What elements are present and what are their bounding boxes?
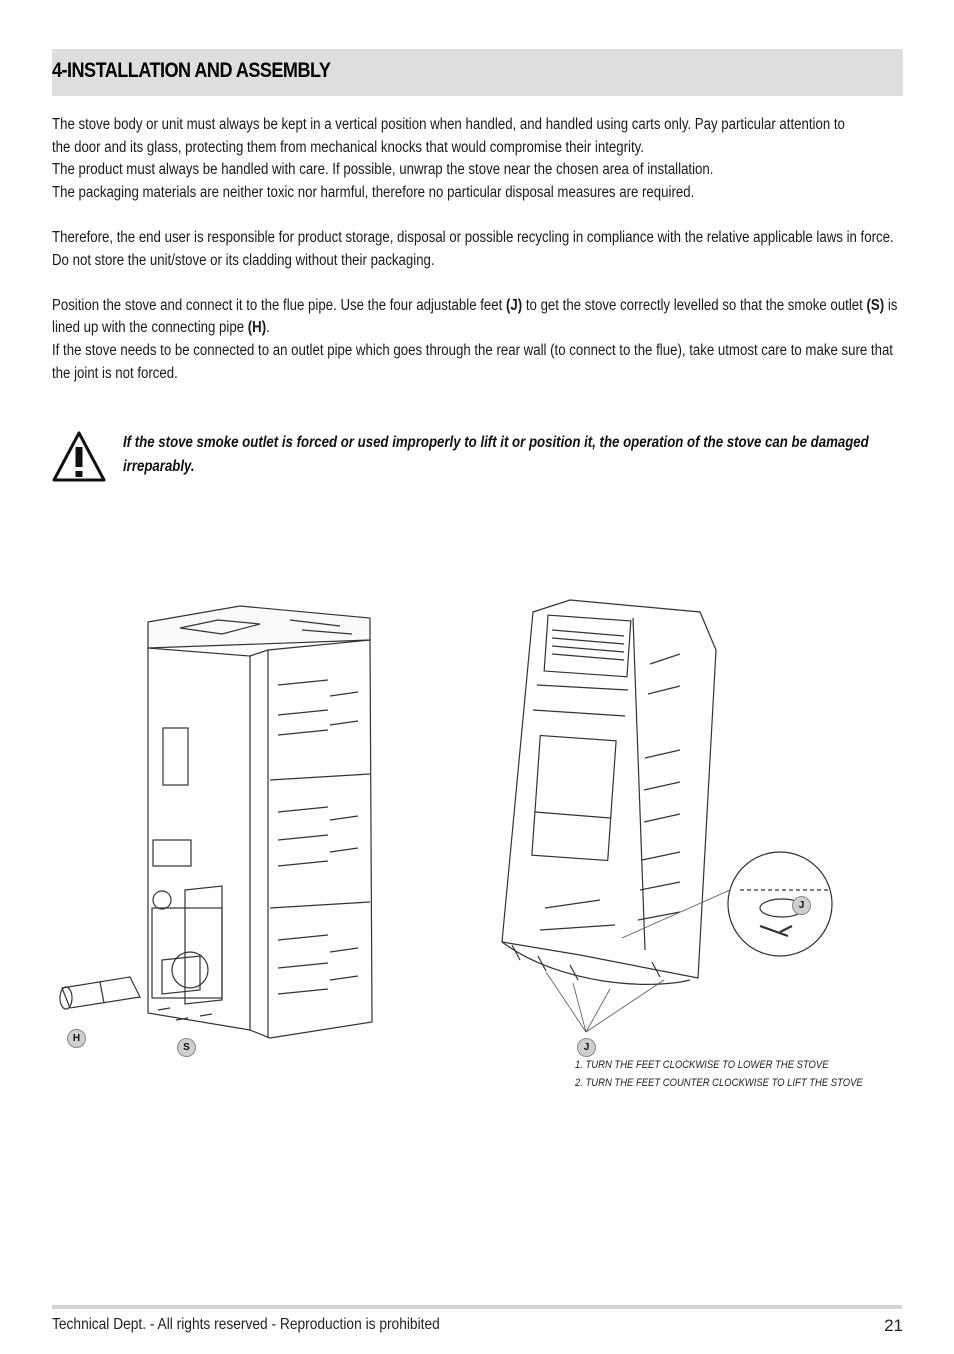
foot-detail-circle [727,851,833,957]
text-span: . [266,319,270,337]
label-s: S [177,1038,196,1057]
text-span: Position the stove and connect it to the… [52,296,506,314]
stove-front-view [501,599,717,985]
caption-lift: 2. TURN THE FEET COUNTER CLOCKWISE TO LI… [575,1077,863,1089]
ref-smoke-outlet: (S) [866,296,885,314]
paragraph-line: The product must always be handled with … [52,161,714,179]
stove-rear-view [59,605,373,1039]
intro-text: The stove body or unit must always be ke… [52,114,903,385]
text-span: is lined up with the connecting pipe [52,296,898,337]
page-number: 21 [884,1316,903,1335]
paragraph-positioning: Position the stove and connect it to the… [52,295,903,340]
ref-connecting-pipe: (H) [247,319,267,337]
paragraph-rear-wall: If the stove needs to be connected to an… [52,341,893,382]
label-j-feet: J [577,1038,596,1057]
stove-illustrations [59,599,833,1039]
warning-text: If the stove smoke outlet is forced or u… [123,434,869,475]
label-h: H [67,1029,86,1048]
caption-lower: 1. TURN THE FEET CLOCKWISE TO LOWER THE … [575,1059,829,1071]
section-header: 4-INSTALLATION AND ASSEMBLY [52,49,903,96]
ref-feet: (J) [505,296,523,314]
paragraph-line: The stove body or unit must always be ke… [52,116,845,133]
footer-text: Technical Dept. - All rights reserved - … [52,1316,440,1333]
footer-divider [52,1305,902,1309]
paragraph-line: The packaging materials are neither toxi… [52,183,695,201]
warning-triangle-icon [52,431,106,482]
paragraph-line: the door and its glass, protecting them … [52,138,644,156]
paragraph-storage: Therefore, the end user is responsible f… [52,228,894,269]
installation-figure: H S J J [40,590,910,1100]
section-title: 4-INSTALLATION AND ASSEMBLY [52,59,331,82]
text-span: to get the stove correctly levelled so t… [522,296,867,314]
label-j-detail: J [792,896,811,915]
